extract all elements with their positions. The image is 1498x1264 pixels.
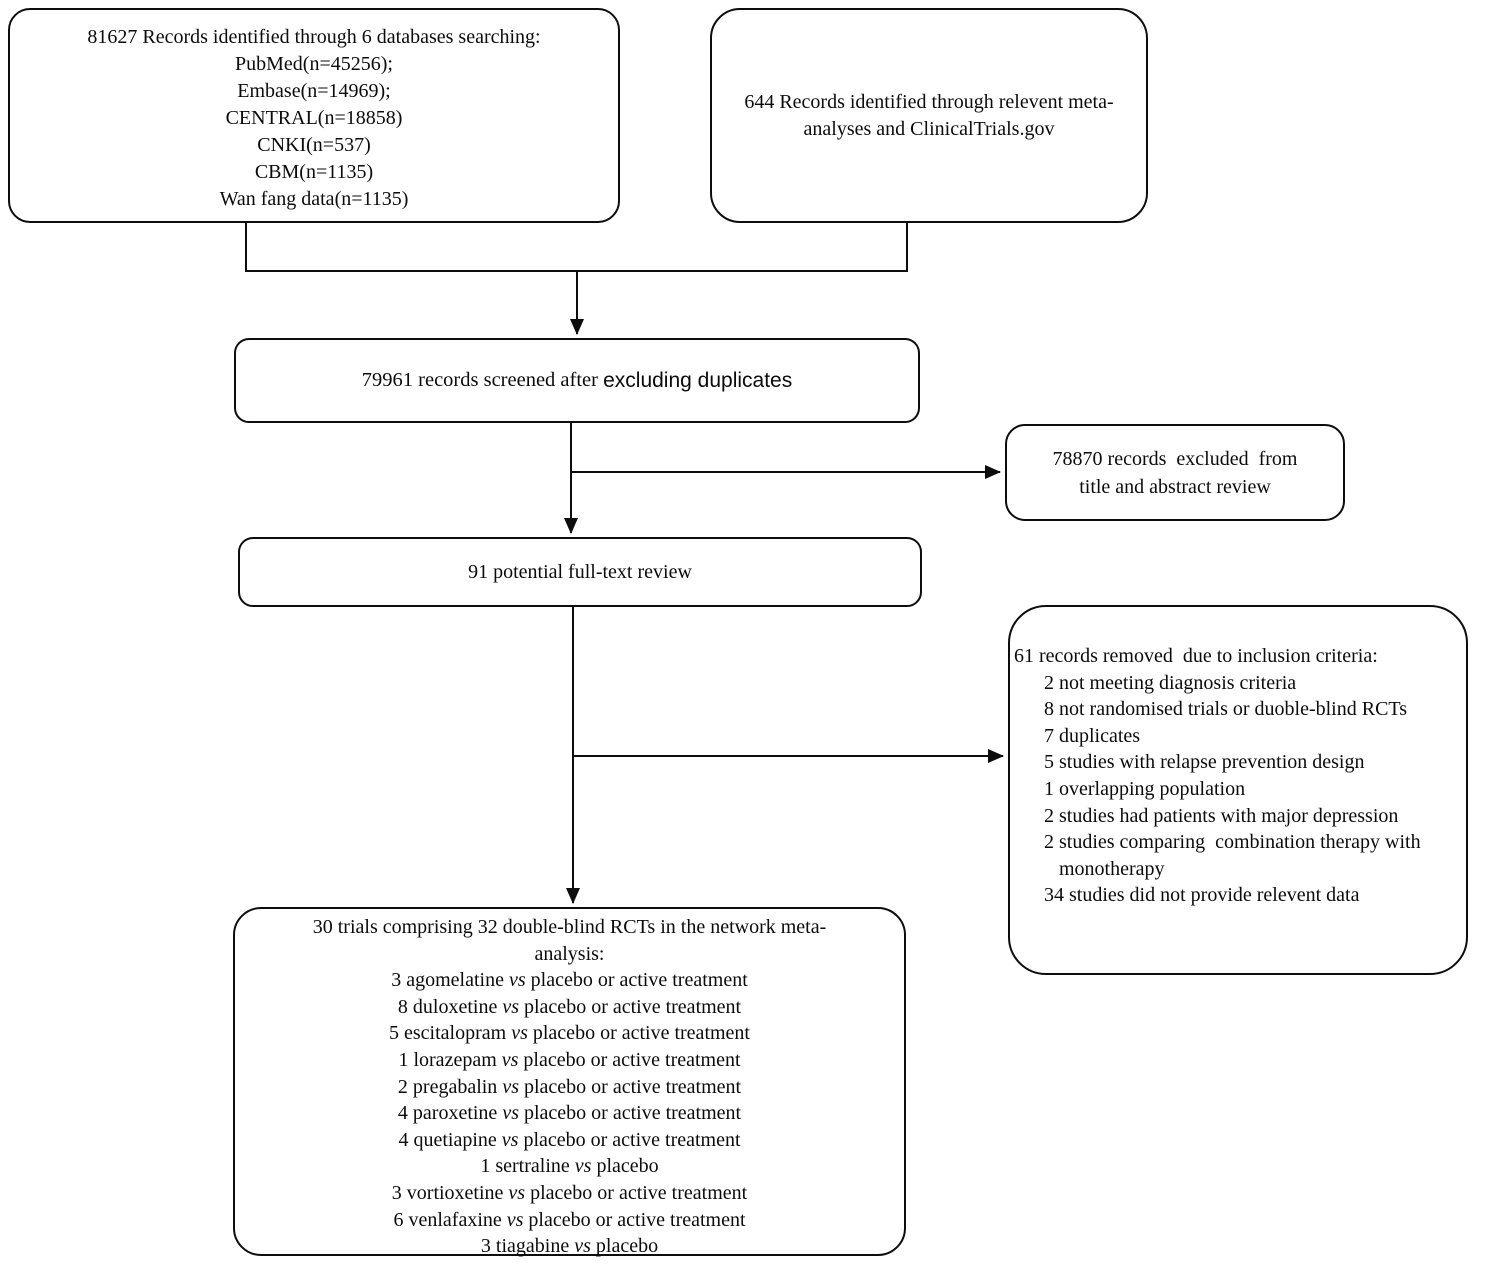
trial-comparator: placebo <box>596 1155 659 1178</box>
trial-vs-label: vs <box>501 1128 519 1151</box>
records-screened-box: 79961 records screened after excluding d… <box>234 338 920 423</box>
trial-vs-label: vs <box>511 1022 528 1045</box>
trial-count-drug: 2 pregabalin <box>397 1075 498 1098</box>
records-excluded-line1: 78870 records excluded from <box>1052 447 1298 470</box>
trial-comparator: placebo or active treatment <box>523 1048 741 1071</box>
trial-count-drug: 3 agomelatine <box>391 969 504 992</box>
merge-connector <box>245 223 908 272</box>
identification-databases-box: 81627 Records identified through 6 datab… <box>8 8 620 223</box>
included-trial-item: 2 pregabalin vs placebo or active treatm… <box>241 1074 898 1101</box>
included-box-title-line1: 30 trials comprising 32 double-blind RCT… <box>312 916 827 938</box>
trial-vs-label: vs <box>506 1208 524 1231</box>
fulltext-review-text: 91 potential full-text review <box>468 560 692 583</box>
included-trial-item: 4 quetiapine vs placebo or active treatm… <box>241 1127 898 1154</box>
records-excluded-line2: title and abstract review <box>1079 475 1271 498</box>
trial-vs-label: vs <box>502 1075 519 1098</box>
removal-reason-list: 2 not meeting diagnosis criteria 8 not r… <box>1014 670 1460 909</box>
other-sources-text: 644 Records identified through relevent … <box>744 90 1114 140</box>
trial-count-drug: 3 tiagabine <box>480 1235 570 1258</box>
removal-reason-item: 2 studies had patients with major depres… <box>1044 804 1399 827</box>
trial-count-drug: 1 lorazepam <box>398 1048 497 1071</box>
trial-count-drug: 5 escitalopram <box>389 1022 507 1045</box>
included-trials-box: 30 trials comprising 32 double-blind RCT… <box>233 907 906 1257</box>
trial-count-drug: 6 venlafaxine <box>393 1208 502 1231</box>
trial-comparator: placebo or active treatment <box>530 969 748 992</box>
trial-comparator: placebo or active treatment <box>530 1181 748 1204</box>
records-screened-text-sans: excluding duplicates <box>603 369 793 392</box>
included-trial-item: 3 agomelatine vs placebo or active treat… <box>241 967 898 994</box>
trial-comparator: placebo or active treatment <box>523 1075 742 1098</box>
trial-count-drug: 4 paroxetine <box>397 1102 498 1125</box>
trial-comparator: placebo <box>595 1235 659 1258</box>
database-source-item: Embase(n=14969); <box>237 80 391 102</box>
trial-vs-label: vs <box>502 1102 519 1125</box>
included-trial-item: 3 tiagabine vs placebo <box>241 1233 898 1260</box>
removal-reason-item: 5 studies with relapse prevention design <box>1044 751 1365 774</box>
database-source-item: CBM(n=1135) <box>254 161 374 183</box>
included-box-title-line2: analysis: <box>534 942 605 965</box>
databases-box-title: 81627 Records identified through 6 datab… <box>87 26 541 48</box>
trial-comparator: placebo or active treatment <box>524 995 742 1018</box>
trial-vs-label: vs <box>508 1181 526 1204</box>
trial-count-drug: 8 duloxetine <box>397 995 498 1018</box>
removal-reason-item: 8 not randomised trials or duoble-blind … <box>1044 698 1408 721</box>
database-source-item: PubMed(n=45256); <box>235 53 393 75</box>
included-trial-item: 4 paroxetine vs placebo or active treatm… <box>241 1100 898 1127</box>
databases-source-list: PubMed(n=45256); Embase(n=14969); CENTRA… <box>10 51 618 213</box>
trial-count-drug: 4 quetiapine <box>398 1128 497 1151</box>
trial-vs-label: vs <box>502 995 519 1018</box>
trial-comparator: placebo or active treatment <box>523 1102 742 1125</box>
trial-vs-label: vs <box>574 1235 591 1258</box>
removal-reason-item: 2 not meeting diagnosis criteria <box>1044 671 1297 694</box>
database-source-item: CNKI(n=537) <box>257 134 371 156</box>
trial-vs-label: vs <box>501 1048 519 1071</box>
trial-vs-label: vs <box>574 1155 592 1178</box>
records-excluded-box: 78870 records excluded from title and ab… <box>1005 424 1345 521</box>
included-trial-item: 6 venlafaxine vs placebo or active treat… <box>241 1207 898 1234</box>
removal-reason-item: 1 overlapping population <box>1044 777 1246 800</box>
identification-other-sources-box: 644 Records identified through relevent … <box>710 8 1148 223</box>
removal-reason-item: 2 studies comparing combination therapy … <box>1044 831 1426 880</box>
included-trial-item: 8 duloxetine vs placebo or active treatm… <box>241 994 898 1021</box>
records-removed-title: 61 records removed due to inclusion crit… <box>1014 645 1378 667</box>
included-trial-item: 3 vortioxetine vs placebo or active trea… <box>241 1180 898 1207</box>
removal-reason-item: 34 studies did not provide relevent data <box>1044 884 1360 907</box>
trial-count-drug: 1 sertraline <box>480 1155 570 1178</box>
included-trial-item: 1 lorazepam vs placebo or active treatme… <box>241 1047 898 1074</box>
included-trial-item: 1 sertraline vs placebo <box>241 1153 898 1180</box>
database-source-item: CENTRAL(n=18858) <box>225 107 403 129</box>
trial-comparator: placebo or active treatment <box>528 1208 746 1231</box>
trial-count-drug: 3 vortioxetine <box>391 1181 504 1204</box>
included-trial-list: 3 agomelatine vs placebo or active treat… <box>241 967 898 1260</box>
trial-vs-label: vs <box>508 969 526 992</box>
fulltext-review-box: 91 potential full-text review <box>238 537 922 607</box>
trial-comparator: placebo or active treatment <box>523 1128 741 1151</box>
included-trial-item: 5 escitalopram vs placebo or active trea… <box>241 1020 898 1047</box>
records-removed-box: 61 records removed due to inclusion crit… <box>1008 605 1468 975</box>
trial-comparator: placebo or active treatment <box>532 1022 750 1045</box>
removal-reason-item: 7 duplicates <box>1044 724 1141 747</box>
database-source-item: Wan fang data(n=1135) <box>219 188 409 210</box>
records-screened-text: 79961 records screened after <box>361 369 604 391</box>
